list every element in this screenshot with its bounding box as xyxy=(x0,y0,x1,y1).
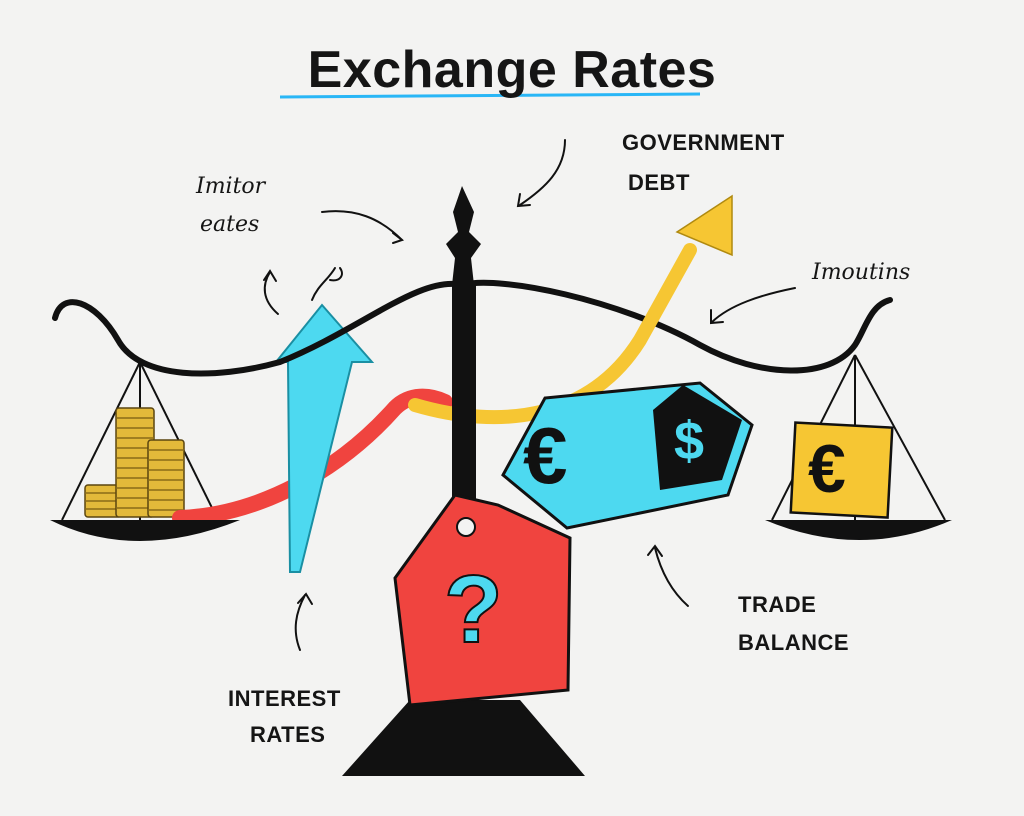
label-interest: INTEREST xyxy=(228,686,341,711)
page-title: Exchange Rates xyxy=(307,41,717,99)
label-top-left-1: Imitor xyxy=(196,174,266,199)
euro-card-icon xyxy=(789,421,894,519)
label-rates: RATES xyxy=(250,722,326,747)
arrow-from-trade xyxy=(654,547,689,607)
arrow-from-right-label xyxy=(711,287,796,323)
arrow-from-interest xyxy=(294,594,306,651)
price-tag-icon xyxy=(393,493,572,707)
arrow-curl-left xyxy=(263,271,279,315)
right-pan xyxy=(765,520,952,540)
coin-stack-icon xyxy=(84,407,185,518)
arrow-to-beam-left xyxy=(321,210,403,241)
label-right: Imoutins xyxy=(812,260,911,285)
red-trend-curve xyxy=(172,388,453,526)
left-pan xyxy=(50,520,240,541)
label-government: GOVERNMENT xyxy=(622,130,785,155)
question-mark-icon: ? xyxy=(443,555,504,664)
dollar-symbol-icon: $ xyxy=(674,411,705,471)
euro-symbol-icon: € xyxy=(523,411,568,500)
label-balance: BALANCE xyxy=(738,630,850,655)
squiggle-mark xyxy=(311,267,343,301)
arrow-from-government xyxy=(519,139,566,206)
pointer-arrows xyxy=(263,139,796,651)
title-underline xyxy=(279,92,701,99)
label-debt: DEBT xyxy=(628,170,690,195)
yellow-arrowhead-icon xyxy=(675,194,733,257)
euro-card-symbol-icon: € xyxy=(808,431,846,507)
label-top-left-2: eates xyxy=(200,212,260,237)
label-trade: TRADE xyxy=(738,592,817,617)
euro-tag-icon xyxy=(501,381,754,530)
